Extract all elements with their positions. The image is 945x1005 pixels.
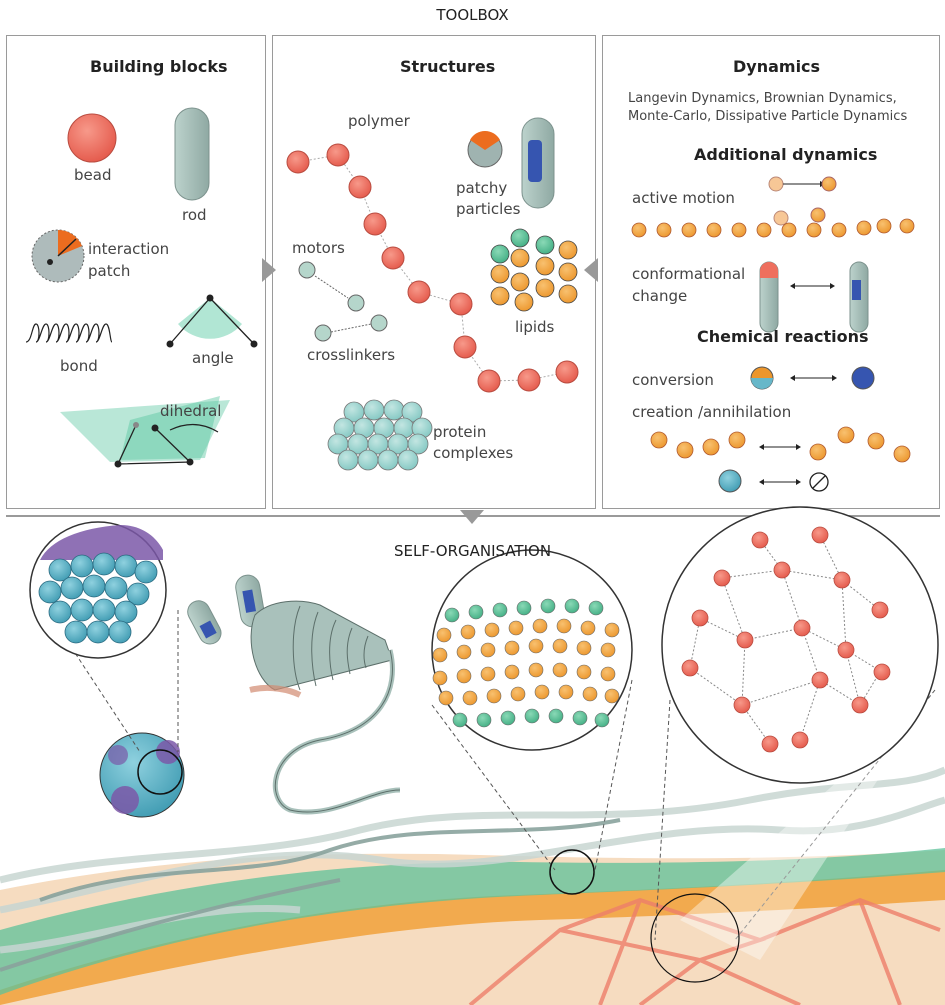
additional-dynamics-title: Additional dynamics [694,145,878,164]
chemical-reactions-title: Chemical reactions [697,327,869,346]
conformational-label-1: conformational [632,265,746,283]
lipid-cluster [490,228,578,312]
angle-wedge [178,298,242,339]
conformational-label-2: change [632,287,688,305]
active-bead-2 [821,176,837,192]
tissue-orange-layer [0,870,945,1005]
protein-complex [327,399,433,471]
rod-label: rod [182,206,207,224]
tissue-network [468,897,941,1005]
motors-label: motors [292,239,345,257]
rod-shape [174,107,210,201]
active-motion-label: active motion [632,189,735,207]
active-chain [631,218,915,238]
crosslinkers-label: crosslinkers [307,346,396,364]
network-nodes [681,526,891,753]
dihedral-plane-1 [60,400,230,462]
bond-spring [25,323,113,343]
conversion-label: conversion [632,371,714,389]
patch-label-1: interaction [88,240,170,258]
polymer-beads [286,143,579,393]
annihilation-particle [718,469,742,493]
network-zoom [661,506,939,784]
toolbox-title: TOOLBOX [436,6,509,24]
polymer-label: polymer [348,112,410,130]
protein-label-1: protein [433,423,487,441]
conversion-after [851,366,875,390]
dynamics-title: Dynamics [733,57,821,76]
dihedral-label: dihedral [160,402,222,420]
membrane-zoom-small [549,849,595,895]
empty-set-icon [809,472,829,492]
rod-1 [187,600,222,645]
capsid-zoom-proteins [38,552,158,644]
arrow-right [262,258,276,282]
bead-shape [67,113,117,163]
self-organisation-title: SELF-ORGANISATION [393,542,552,560]
methods-line-1: Langevin Dynamics, Brownian Dynamics, [628,91,897,106]
protein-label-2: complexes [433,444,514,462]
creation-label: creation /annihilation [632,403,792,421]
filaments [0,766,945,954]
tissue-green-layer [0,848,945,995]
methods-line-2: Monte-Carlo, Dissipative Particle Dynami… [628,109,908,124]
structures-title: Structures [400,57,496,76]
angle-label: angle [192,349,234,367]
dihedral-plane-2 [120,396,220,460]
arrow-down [460,510,484,524]
motor-head-1 [298,261,316,279]
membrane-lipids [432,598,620,728]
crosslinker-head-1 [314,324,332,342]
bead-label: bead [74,166,112,184]
network-zoom-small [650,893,740,983]
bond-label: bond [60,357,98,375]
patch-label-2: patch [88,262,131,280]
arrow-left [584,258,598,282]
patchy-label-2: particles [456,200,521,218]
building-blocks-title: Building blocks [90,57,228,76]
crosslinker-head-2 [370,314,388,332]
active-bead-1 [768,176,784,192]
patchy-label-1: patchy [456,179,508,197]
lipids-label: lipids [515,318,555,336]
motor-head-2 [347,294,365,312]
spiral-cone [249,600,401,815]
